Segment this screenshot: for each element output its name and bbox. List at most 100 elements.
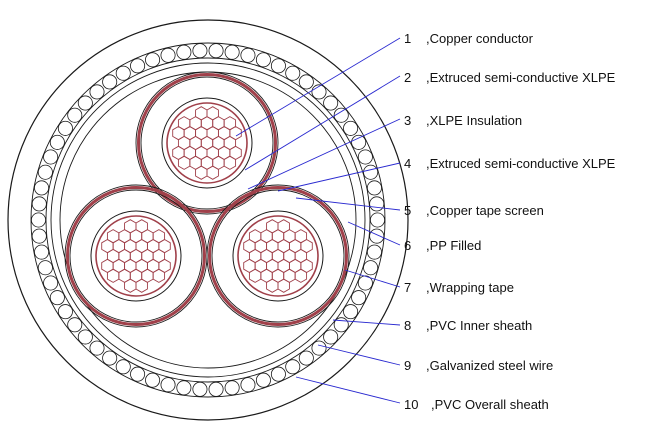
steel-wire — [160, 377, 176, 393]
label-text: ,PP Filled — [426, 238, 481, 253]
label-text: ,PVC Inner sheath — [426, 318, 532, 333]
steel-wire — [37, 260, 53, 276]
steel-wire — [176, 380, 192, 396]
steel-wire — [77, 329, 93, 345]
label-number: 5 — [404, 203, 411, 218]
copper-tape-screen — [208, 186, 348, 326]
leader-line — [295, 197, 401, 211]
steel-wire — [160, 47, 176, 63]
label-copper-conductor: 1 ,Copper conductor — [404, 31, 534, 46]
steel-wire — [102, 350, 118, 366]
steel-wire — [49, 290, 65, 306]
copper-tape-screen — [66, 186, 206, 326]
steel-wire — [130, 366, 146, 382]
label-number: 10 — [404, 397, 418, 412]
steel-wire — [369, 228, 385, 244]
conductor-strand — [124, 278, 137, 293]
leader-line — [317, 344, 401, 366]
steel-wire — [366, 180, 382, 196]
label-text: ,PVC Overall sheath — [431, 397, 549, 412]
conductor-strand — [277, 278, 290, 293]
pvc-overall-sheath-outer — [7, 19, 409, 421]
label-semi-conductive-xlpe-inner: 2 ,Extruced semi-conductive XLPE — [404, 70, 616, 85]
leader-line — [244, 75, 401, 171]
conductor-screen — [166, 102, 248, 184]
label-number: 3 — [404, 113, 411, 128]
steel-wire — [363, 164, 379, 180]
steel-wire — [343, 304, 359, 320]
steel-wire — [176, 44, 192, 60]
label-pvc-inner-sheath: 8 ,PVC Inner sheath — [404, 318, 532, 333]
steel-wire — [43, 149, 59, 165]
leader-line — [347, 221, 401, 246]
leader-line — [332, 319, 401, 326]
steel-wire — [311, 84, 327, 100]
component-labels: 1 ,Copper conductor 2 ,Extruced semi-con… — [404, 31, 616, 412]
label-number: 9 — [404, 358, 411, 373]
conductor-strand — [294, 268, 308, 283]
steel-wire — [67, 107, 83, 123]
core-semi-conductive-outer — [64, 184, 208, 328]
label-text: ,Extruced semi-conductive XLPE — [426, 70, 616, 85]
label-text: ,Copper tape screen — [426, 203, 544, 218]
steel-wire — [115, 359, 131, 375]
power-core — [64, 184, 208, 328]
core-semi-conductive-inner — [140, 76, 274, 210]
label-semi-conductive-xlpe-outer: 4 ,Extruced semi-conductive XLPE — [404, 156, 616, 171]
label-number: 8 — [404, 318, 411, 333]
steel-wire — [57, 120, 73, 136]
core-semi-conductive-inner — [211, 189, 345, 323]
label-pvc-overall-sheath: 10 ,PVC Overall sheath — [404, 397, 549, 412]
label-text: ,XLPE Insulation — [426, 113, 522, 128]
label-number: 2 — [404, 70, 411, 85]
steel-wire — [224, 380, 240, 396]
leader-line — [235, 37, 401, 137]
label-xlpe-insulation: 3 ,XLPE Insulation — [404, 113, 522, 128]
pvc-inner-sheath — [50, 62, 366, 378]
steel-wire — [333, 107, 349, 123]
steel-wire — [255, 372, 271, 388]
steel-wire — [351, 134, 367, 150]
steel-wire — [89, 340, 105, 356]
power-core — [206, 184, 350, 328]
steel-wire — [49, 134, 65, 150]
core-semi-conductive-outer — [135, 71, 279, 215]
conductor-strand — [106, 268, 120, 283]
copper-conductor — [101, 219, 171, 293]
steel-wire — [145, 372, 161, 388]
label-copper-tape-screen: 5 ,Copper tape screen — [404, 203, 544, 218]
steel-wire — [343, 120, 359, 136]
leader-line — [295, 376, 401, 404]
label-number: 6 — [404, 238, 411, 253]
leader-line — [247, 118, 401, 190]
xlpe-insulation-boundary — [90, 210, 182, 302]
steel-wire — [270, 58, 286, 74]
copper-tape-screen — [137, 73, 277, 213]
label-number: 4 — [404, 156, 411, 171]
label-text: ,Galvanized steel wire — [426, 358, 553, 373]
conductor-strand — [135, 278, 148, 293]
core-semi-conductive-outer — [206, 184, 350, 328]
steel-wire — [34, 180, 50, 196]
galvanized-steel-wire-armour — [30, 43, 385, 397]
conductor-strand — [223, 155, 237, 170]
steel-wire — [89, 84, 105, 100]
steel-wire — [192, 381, 208, 397]
label-text: ,Extruced semi-conductive XLPE — [426, 156, 616, 171]
copper-conductor — [172, 106, 242, 180]
label-galvanized-steel-wire: 9 ,Galvanized steel wire — [404, 358, 553, 373]
steel-wire — [366, 244, 382, 260]
steel-wire — [333, 317, 349, 333]
steel-wire — [323, 95, 339, 111]
label-text: ,Wrapping tape — [426, 280, 514, 295]
steel-wire — [298, 74, 314, 90]
xlpe-insulation-boundary — [232, 210, 324, 302]
conductor-strand — [195, 165, 208, 180]
steel-wire-outer-boundary — [30, 42, 386, 398]
steel-wire — [102, 74, 118, 90]
steel-wire — [298, 350, 314, 366]
label-text: ,Copper conductor — [426, 31, 534, 46]
label-number: 7 — [404, 280, 411, 295]
conductor-strand — [177, 155, 191, 170]
